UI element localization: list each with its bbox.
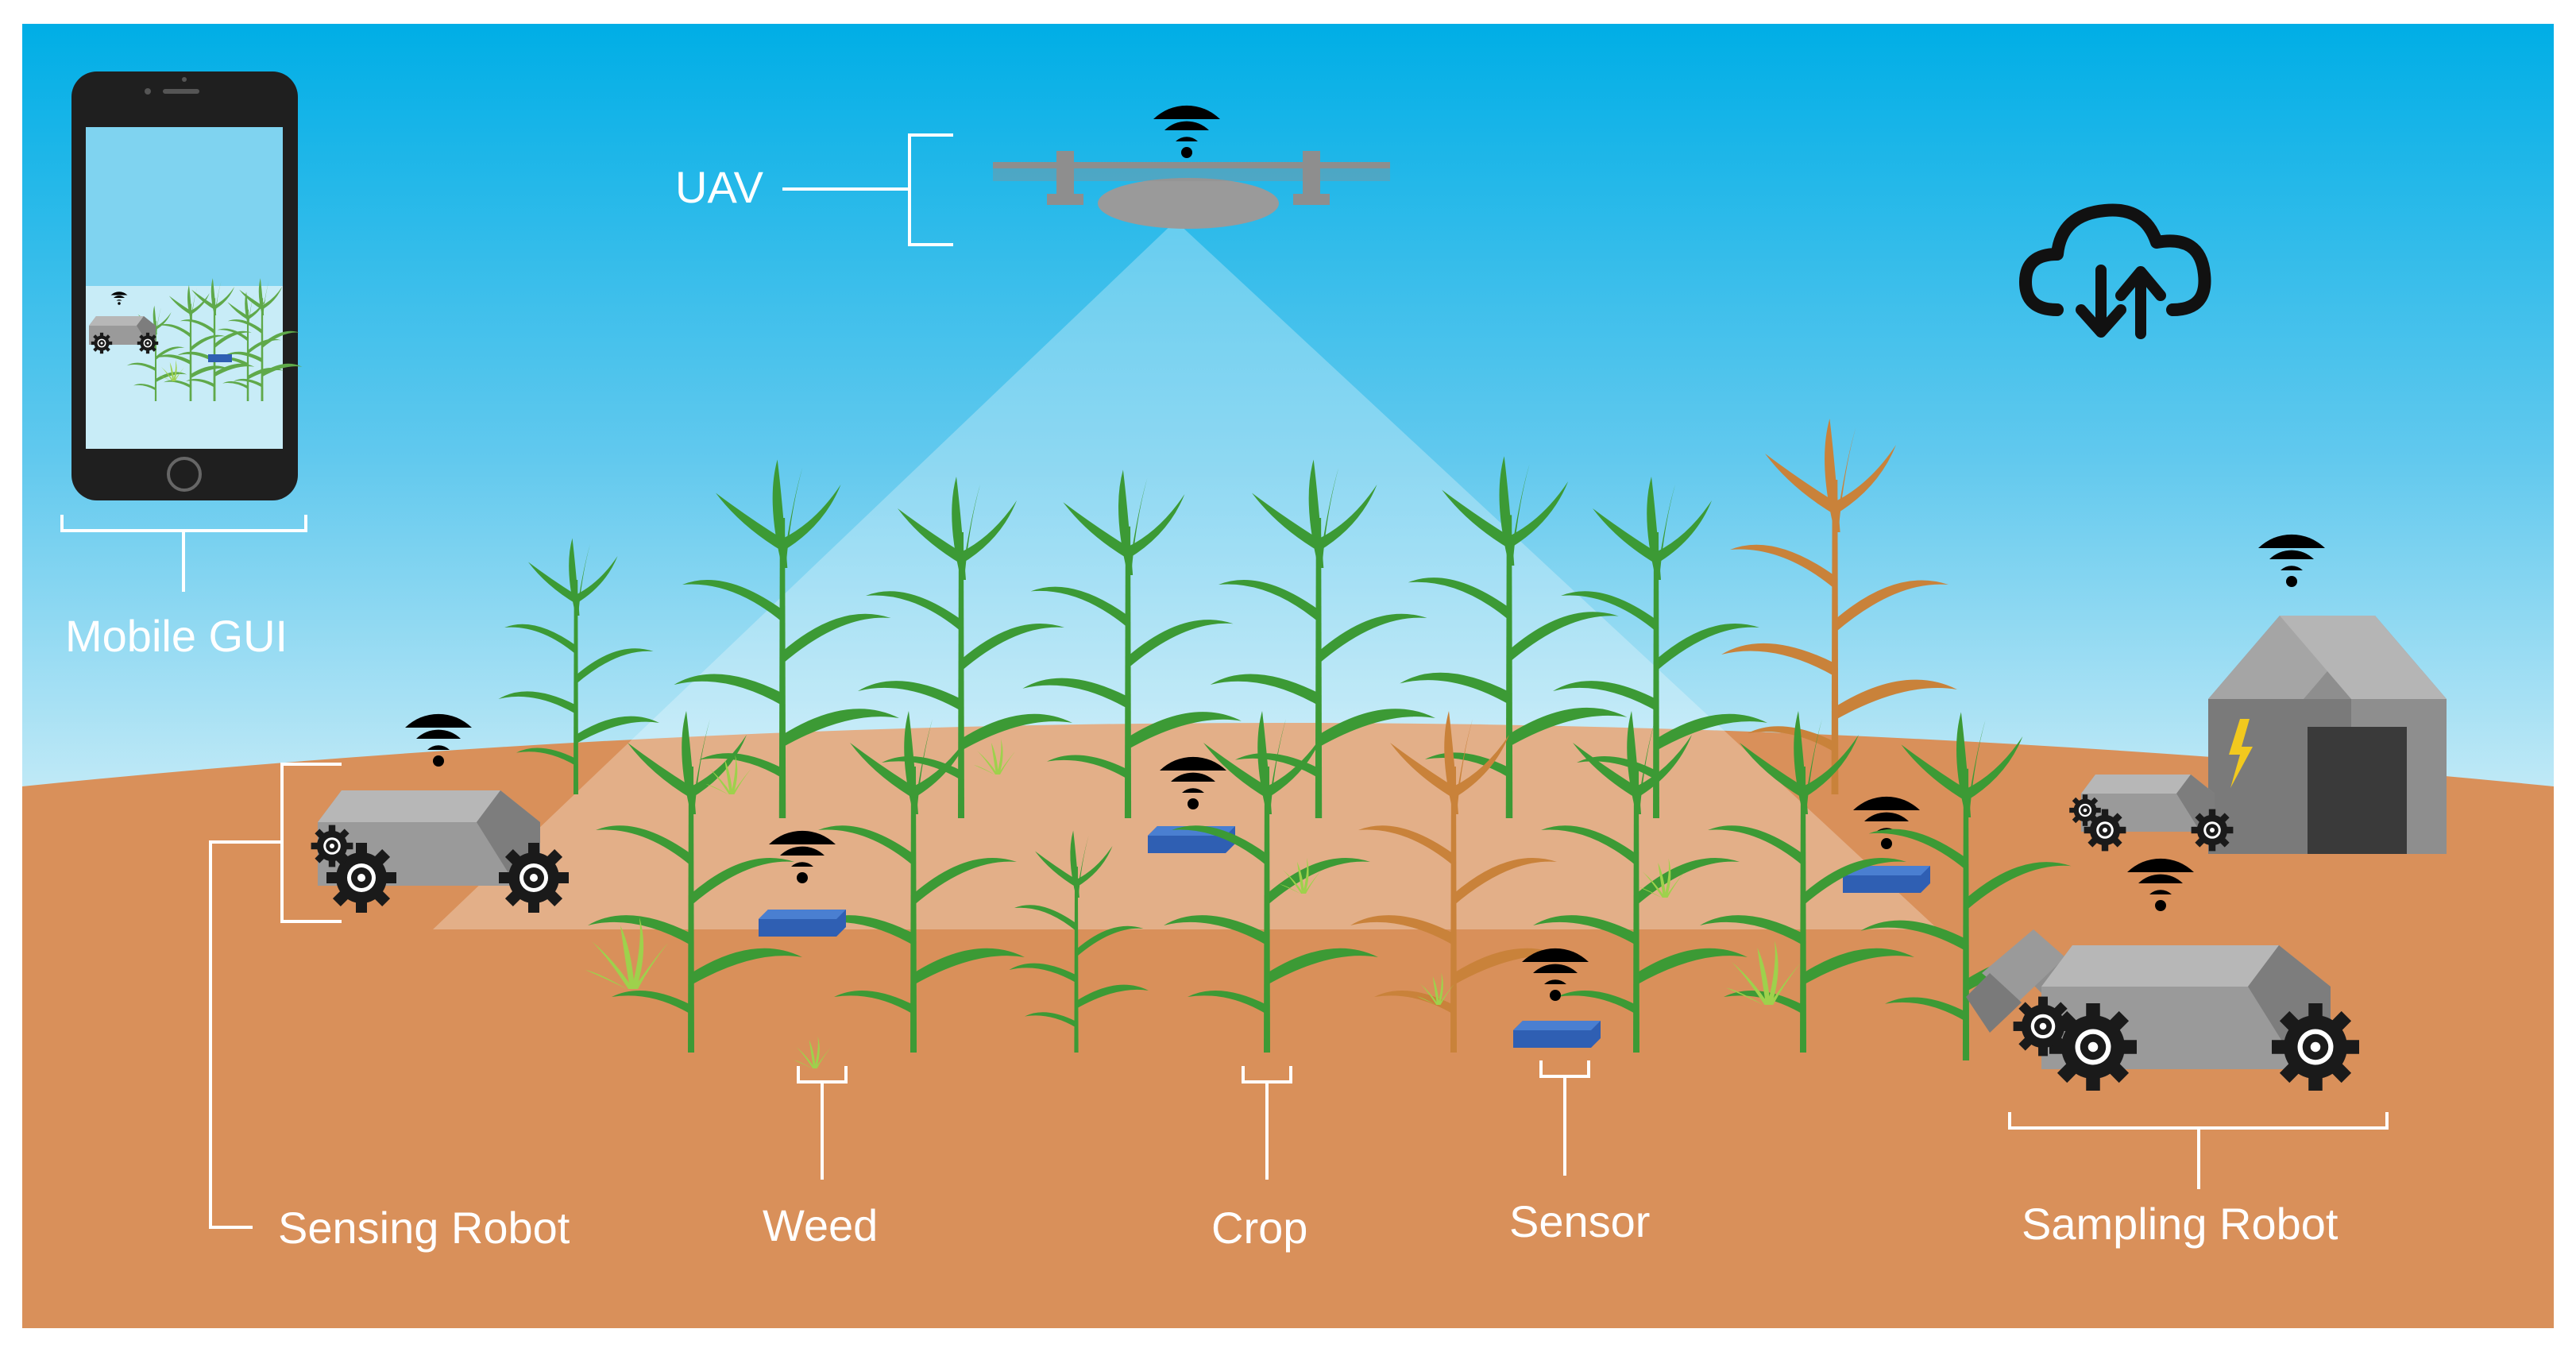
sampling-robot-bracket (2008, 1112, 2389, 1189)
sensor-bracket (1539, 1060, 1590, 1176)
uav-bracket (782, 133, 953, 246)
sensor-box (759, 910, 846, 937)
crop-label: Crop (1211, 1203, 1307, 1253)
sensor-label: Sensor (1509, 1196, 1650, 1246)
sensing-robot-label: Sensing Robot (278, 1203, 570, 1253)
uav-view-cone (433, 221, 1938, 929)
mobile-gui-bracket (60, 515, 307, 592)
weed-label: Weed (763, 1200, 878, 1250)
sensor-box (1513, 1021, 1601, 1048)
home-button-icon (167, 457, 202, 492)
cloud-sync-icon (2019, 203, 2211, 339)
uav-drone (993, 151, 1390, 229)
crop-bracket (1242, 1066, 1292, 1180)
mobile-gui-label: Mobile GUI (65, 611, 288, 661)
sampling-robot-label: Sampling Robot (2022, 1199, 2338, 1249)
lightning-icon (2229, 719, 2253, 788)
mobile-phone (71, 71, 303, 500)
weed-bracket (797, 1066, 848, 1180)
sensing-robot-bracket (209, 840, 282, 1229)
barn (2208, 616, 2447, 854)
uav-label: UAV (675, 162, 764, 212)
sampling-robot (1966, 929, 2359, 1091)
